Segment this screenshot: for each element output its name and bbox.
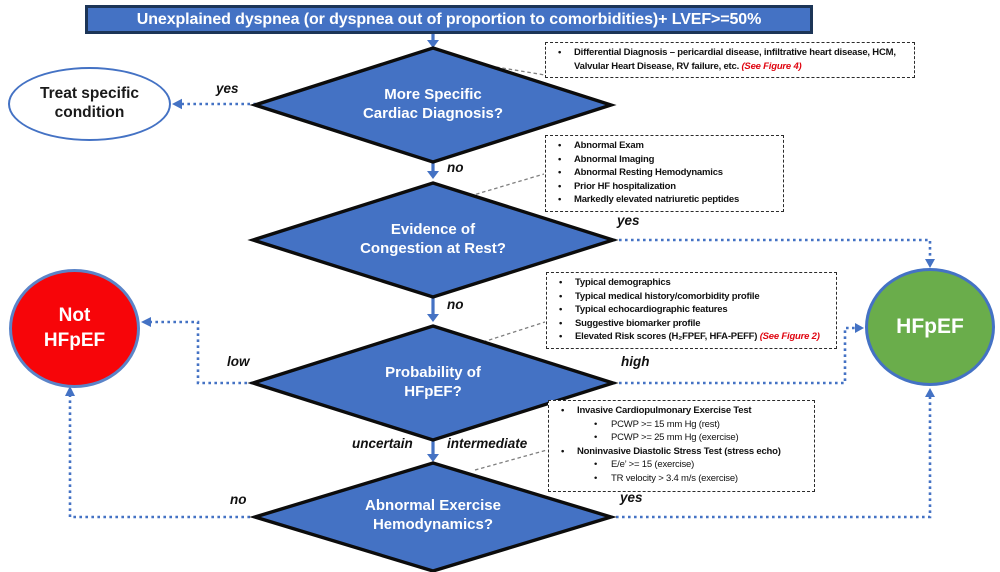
callout3-see-figure-note: (See Figure 2) — [759, 331, 820, 342]
callout1-text: Differential Diagnosis – pericardial dis… — [574, 47, 896, 72]
edge-label-uncertain: uncertain — [352, 436, 413, 451]
treat-specific-condition-node: Treat specific condition — [8, 67, 171, 141]
entry-banner: Unexplained dyspnea (or dyspnea out of p… — [85, 5, 813, 34]
diamond-probability-hfpef — [247, 324, 619, 442]
callout4-item: Noninvasive Diastolic Stress Test (stres… — [549, 445, 809, 459]
callout4-subitem: TR velocity > 3.4 m/s (exercise) — [549, 472, 809, 486]
callout2-item: Abnormal Exam — [546, 139, 778, 153]
arrowhead-down-hfpef — [925, 259, 935, 268]
connector-d3-box3 — [482, 321, 546, 343]
arrowhead-down-2 — [427, 171, 439, 179]
arrowhead-down-1 — [427, 40, 439, 48]
path-low-to-not-hfpef — [150, 320, 253, 385]
decision-diamonds — [247, 46, 619, 572]
callout-exercise-tests: Invasive Cardiopulmonary Exercise Test P… — [548, 400, 815, 492]
callout4-subitem: PCWP >= 15 mm Hg (rest) — [549, 418, 809, 432]
edge-label-no-2: no — [447, 297, 464, 312]
callout-probability-features: Typical demographics Typical medical his… — [546, 272, 837, 349]
diamond-abnormal-exercise — [249, 461, 617, 572]
callout3-item: Elevated Risk scores (H₂FPEF, HFA-PEFF) … — [547, 330, 831, 344]
path-high-to-hfpef — [613, 326, 856, 385]
solid-arrow-heads — [427, 40, 439, 462]
callout2-list: Abnormal Exam Abnormal Imaging Abnormal … — [546, 136, 783, 210]
callout4-item: Invasive Cardiopulmonary Exercise Test — [549, 404, 809, 418]
arrowhead-down-4 — [427, 454, 439, 462]
callout1-item: Differential Diagnosis – pericardial dis… — [546, 46, 909, 73]
callout3-risk-scores-text: Elevated Risk scores (H₂FPEF, HFA-PEFF) — [575, 331, 760, 342]
edge-label-intermediate: intermediate — [447, 436, 528, 451]
callout3-list: Typical demographics Typical medical his… — [547, 273, 836, 347]
callout-congestion-evidence: Abnormal Exam Abnormal Imaging Abnormal … — [545, 135, 784, 212]
arrowhead-left-treat — [172, 98, 182, 110]
callout-differential-diagnosis: Differential Diagnosis – pericardial dis… — [545, 42, 915, 78]
callout4-subitem: E/e’ >= 15 (exercise) — [549, 458, 809, 472]
dotted-arrow-heads — [65, 98, 935, 397]
callout1-see-figure-note: (See Figure 4) — [741, 60, 802, 72]
edge-label-yes-congestion: yes — [617, 213, 640, 228]
hfpef-node: HFpEF — [865, 268, 995, 386]
arrowhead-right-hfpef — [855, 323, 864, 333]
path-yes-to-hfpef-bottom — [610, 396, 932, 519]
callout2-item: Prior HF hospitalization — [546, 180, 778, 194]
callout3-item: Typical echocardiographic features — [547, 303, 831, 317]
path-yes-to-hfpef-top — [613, 238, 932, 260]
edge-label-high: high — [621, 354, 650, 369]
callout2-item: Abnormal Imaging — [546, 153, 778, 167]
callout2-item: Abnormal Resting Hemodynamics — [546, 166, 778, 180]
path-no-to-not-hfpef — [68, 394, 256, 519]
arrowhead-up-nothfpef — [65, 386, 75, 396]
diamond-congestion-at-rest — [247, 181, 619, 299]
callout4-subitem: PCWP >= 25 mm Hg (exercise) — [549, 431, 809, 445]
diamond-more-specific-diagnosis — [249, 46, 617, 164]
not-hfpef-node: Not HFpEF — [9, 269, 140, 388]
arrowhead-down-3 — [427, 314, 439, 322]
callout3-item: Typical demographics — [547, 276, 831, 290]
callout3-item: Typical medical history/comorbidity prof… — [547, 290, 831, 304]
arrowhead-left-nothfpef — [141, 317, 151, 327]
dotted-paths — [68, 102, 932, 519]
entry-banner-text: Unexplained dyspnea (or dyspnea out of p… — [136, 10, 762, 28]
callout3-item: Suggestive biomarker profile — [547, 317, 831, 331]
connector-d4-box4 — [474, 449, 548, 471]
arrowhead-up-hfpef — [925, 388, 935, 397]
edge-label-no-exercise: no — [230, 492, 247, 507]
edge-label-yes-treat: yes — [216, 81, 239, 96]
callout4-list: Invasive Cardiopulmonary Exercise Test P… — [549, 401, 814, 488]
callout1-list: Differential Diagnosis – pericardial dis… — [546, 43, 914, 76]
connector-d2-box2 — [469, 173, 545, 197]
edge-label-no-1: no — [447, 160, 464, 175]
edge-label-low: low — [227, 354, 250, 369]
edge-label-yes-exercise: yes — [620, 490, 643, 505]
callout2-item: Markedly elevated natriuretic peptides — [546, 193, 778, 207]
